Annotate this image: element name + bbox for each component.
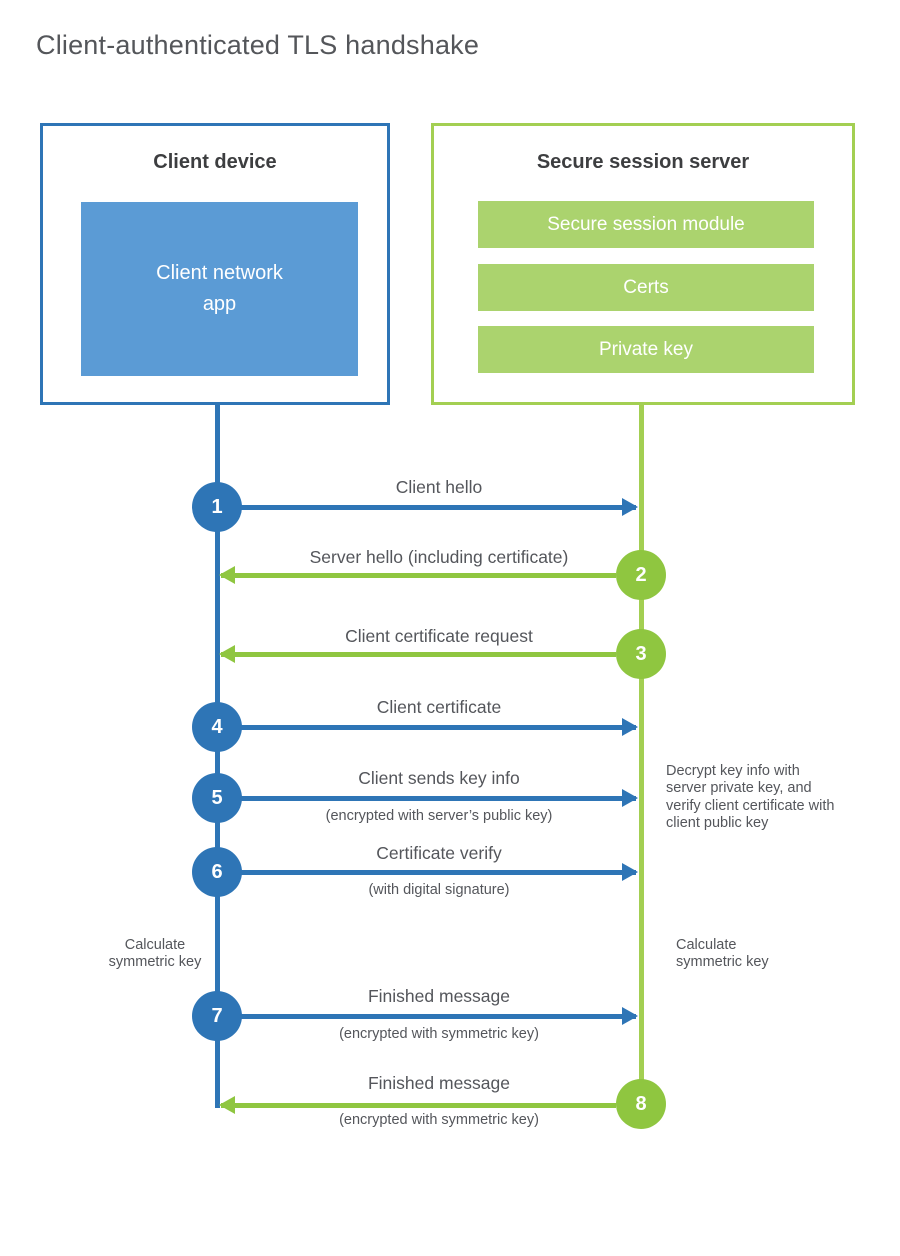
- server-module-secure-session: Secure session module: [478, 201, 814, 248]
- calculate-symmetric-key-note-client: Calculate symmetric key: [108, 937, 202, 971]
- client-network-app-box: Client network app: [81, 202, 358, 376]
- server-lifeline: [639, 403, 644, 1104]
- step5-circle: 5: [192, 773, 242, 823]
- arrow-left-icon: [219, 566, 616, 584]
- calculate-symmetric-key-note-server: Calculate symmetric key: [676, 937, 769, 971]
- step3-label: Client certificate request: [345, 626, 533, 646]
- server-module-certs: Certs: [478, 264, 814, 311]
- arrowhead-right-icon: [622, 498, 638, 516]
- client-device-title: Client device: [153, 151, 277, 173]
- decrypt-key-info-note: Decrypt key info with server private key…: [666, 763, 835, 832]
- step4-label: Client certificate: [376, 697, 502, 717]
- arrow-right-icon: [240, 498, 638, 516]
- step1-circle: 1: [192, 482, 242, 532]
- arrow-left-icon: [219, 1096, 616, 1114]
- step4-circle: 4: [192, 702, 242, 752]
- arrowhead-left-icon: [219, 566, 235, 584]
- step6-label: Certificate verify: [376, 843, 502, 863]
- step8-circle: 8: [616, 1079, 666, 1129]
- arrow-right-icon: [240, 789, 638, 807]
- arrow-right-icon: [240, 1007, 638, 1025]
- arrowhead-right-icon: [622, 789, 638, 807]
- secure-session-server-title: Secure session server: [536, 151, 750, 173]
- secure-session-server-box: Secure session server Secure session mod…: [431, 123, 855, 405]
- step5-label: Client sends key info: [358, 768, 520, 788]
- step7-label: Finished message: [367, 986, 511, 1006]
- arrowhead-right-icon: [622, 863, 638, 881]
- arrow-left-icon: [219, 645, 616, 663]
- step2-label: Server hello (including certificate): [309, 547, 569, 567]
- step8-label: Finished message: [367, 1073, 511, 1093]
- client-lifeline: [215, 403, 220, 1108]
- step7-sublabel: (encrypted with symmetric key): [339, 1026, 539, 1042]
- step3-circle: 3: [616, 629, 666, 679]
- server-module-private-key: Private key: [478, 326, 814, 373]
- arrowhead-left-icon: [219, 1096, 235, 1114]
- page-title: Client-authenticated TLS handshake: [36, 30, 480, 60]
- step6-circle: 6: [192, 847, 242, 897]
- step5-sublabel: (encrypted with server’s public key): [325, 808, 553, 824]
- step7-circle: 7: [192, 991, 242, 1041]
- client-device-box: Client device Client network app: [40, 123, 390, 405]
- arrowhead-left-icon: [219, 645, 235, 663]
- arrowhead-right-icon: [622, 1007, 638, 1025]
- step1-label: Client hello: [395, 477, 483, 497]
- step8-sublabel: (encrypted with symmetric key): [339, 1112, 539, 1128]
- arrow-right-icon: [240, 718, 638, 736]
- step2-circle: 2: [616, 550, 666, 600]
- arrowhead-right-icon: [622, 718, 638, 736]
- arrow-right-icon: [240, 863, 638, 881]
- step6-sublabel: (with digital signature): [368, 882, 510, 898]
